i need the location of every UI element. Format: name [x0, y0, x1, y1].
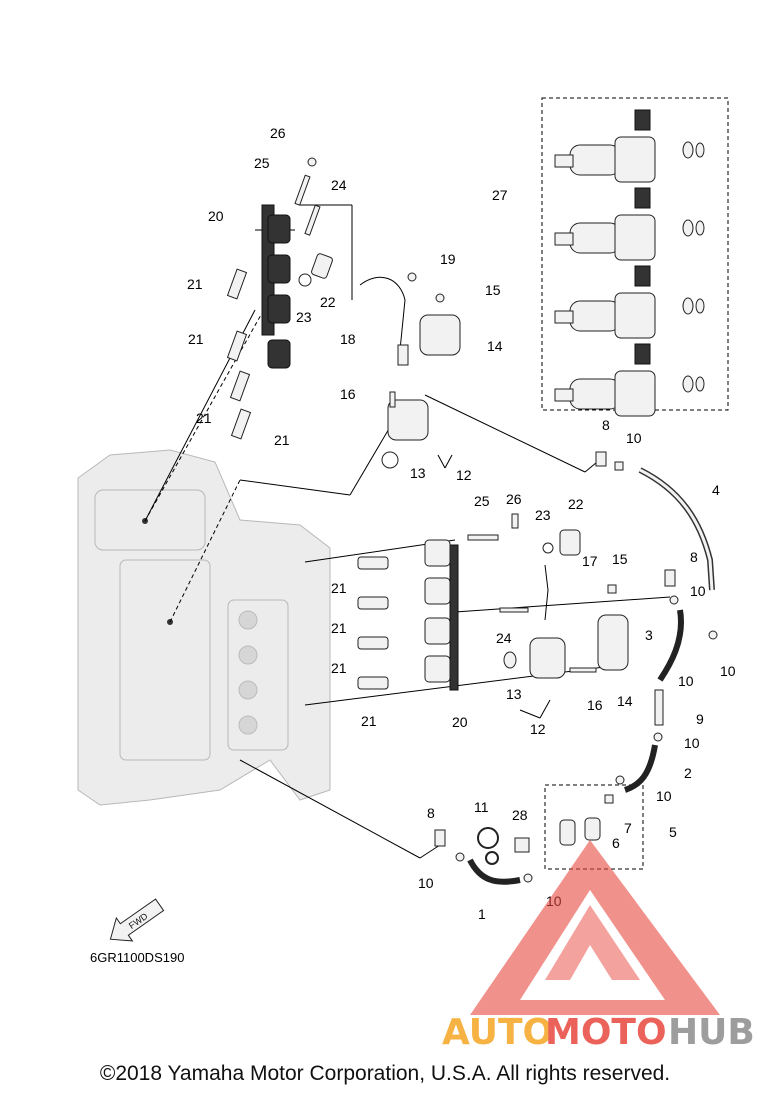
diagram-code: 6GR1100DS190 — [90, 950, 184, 965]
callout-8-mid: 8 — [690, 549, 698, 565]
callout-2: 2 — [684, 765, 692, 781]
callout-16-top: 16 — [340, 386, 356, 402]
callout-25-low: 25 — [474, 493, 490, 509]
callout-10-g: 10 — [418, 875, 434, 891]
callout-26-low: 26 — [506, 491, 522, 507]
callout-5: 5 — [669, 824, 677, 840]
callout-6: 6 — [612, 835, 620, 851]
callout-12-top: 12 — [456, 467, 472, 483]
callout-15-top: 15 — [485, 282, 501, 298]
callout-10-b: 10 — [690, 583, 706, 599]
callout-20-top: 20 — [208, 208, 224, 224]
engine-block-illustration — [77, 449, 331, 806]
callout-21-a: 21 — [187, 276, 203, 292]
callout-20-low: 20 — [452, 714, 468, 730]
callout-21-b: 21 — [188, 331, 204, 347]
upper-fuel-rail — [226, 157, 461, 469]
callout-24-low: 24 — [496, 630, 512, 646]
callout-23-low: 23 — [535, 507, 551, 523]
callout-12-low: 12 — [530, 721, 546, 737]
callout-10-c: 10 — [720, 663, 736, 679]
leader-lines — [144, 204, 671, 859]
callout-10-f: 10 — [656, 788, 672, 804]
injector-kit-27 — [554, 109, 705, 417]
callout-19: 19 — [440, 251, 456, 267]
callout-22-top: 22 — [320, 294, 336, 310]
callout-4: 4 — [712, 482, 720, 498]
callout-27: 27 — [492, 187, 508, 203]
callout-21-g: 21 — [331, 660, 347, 676]
callout-17: 17 — [582, 553, 598, 569]
callout-16-low: 16 — [587, 697, 603, 713]
callout-labels: 1 2 3 4 5 6 7 8 8 8 9 10 10 10 10 10 10 … — [187, 125, 736, 922]
callout-21-d: 21 — [274, 432, 290, 448]
callout-13-top: 13 — [410, 465, 426, 481]
callout-23-top: 23 — [296, 309, 312, 325]
watermark-logo: AUTO MOTO HUB — [442, 840, 755, 1053]
callout-1: 1 — [478, 906, 486, 922]
callout-14-top: 14 — [487, 338, 503, 354]
callout-13-low: 13 — [506, 686, 522, 702]
callout-24-top: 24 — [331, 177, 347, 193]
callout-11: 11 — [474, 799, 489, 815]
watermark-text-hub: HUB — [668, 1012, 755, 1053]
callout-25-top: 25 — [254, 155, 270, 171]
watermark-text-auto: AUTO — [442, 1012, 553, 1053]
copyright-notice: ©2018 Yamaha Motor Corporation, U.S.A. A… — [99, 1062, 671, 1085]
callout-21-e: 21 — [331, 580, 347, 596]
callout-9: 9 — [696, 711, 704, 727]
callout-15-low: 15 — [612, 551, 628, 567]
callout-3: 3 — [645, 627, 653, 643]
callout-26-top: 26 — [270, 125, 286, 141]
callout-10-e: 10 — [684, 735, 700, 751]
fuel-hoses — [434, 451, 718, 885]
callout-8-top: 8 — [602, 417, 610, 433]
callout-28: 28 — [512, 807, 528, 823]
callout-14-low: 14 — [617, 693, 633, 709]
callout-7: 7 — [624, 820, 632, 836]
callout-21-f: 21 — [331, 620, 347, 636]
lower-fuel-rail — [357, 513, 629, 691]
callout-21-c: 21 — [196, 410, 212, 426]
callout-10-a: 10 — [626, 430, 642, 446]
callout-8-low: 8 — [427, 805, 435, 821]
callout-18: 18 — [340, 331, 356, 347]
watermark-text-moto: MOTO — [545, 1012, 667, 1053]
callout-10-d: 10 — [678, 673, 694, 689]
callout-22-low: 22 — [568, 496, 584, 512]
callout-21-h: 21 — [361, 713, 377, 729]
fwd-arrow-icon: FWD — [109, 898, 165, 942]
